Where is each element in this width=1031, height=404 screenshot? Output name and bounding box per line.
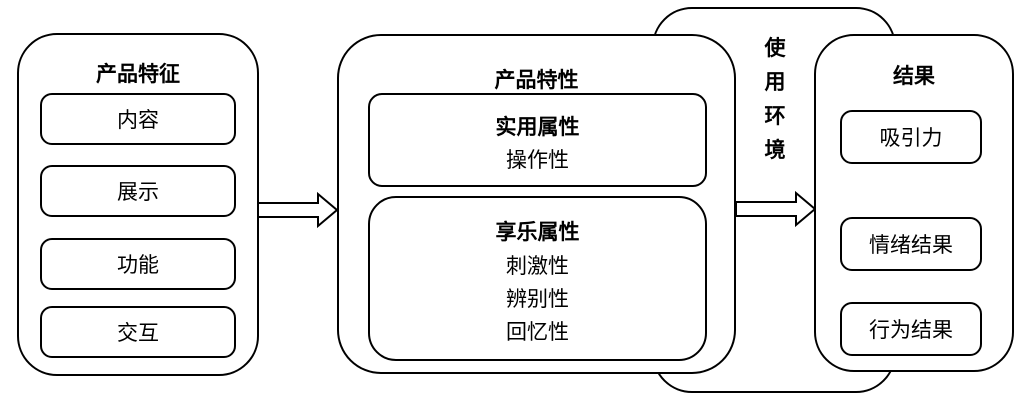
hedonic-attribute-item: 辨别性 <box>506 287 569 311</box>
arrow-properties-to-outcomes <box>735 190 817 228</box>
hedonic-attributes-title: 享乐属性 <box>495 219 580 244</box>
feature-item: 功能 <box>40 238 236 290</box>
utilitarian-attributes-box <box>368 93 707 187</box>
environment-char: 用 <box>764 69 786 94</box>
outcomes-title: 结果 <box>893 63 935 88</box>
environment-char: 境 <box>764 137 786 162</box>
outcome-item: 情绪结果 <box>840 217 982 271</box>
hedonic-attributes-box <box>368 196 707 361</box>
hedonic-attribute-item: 刺激性 <box>506 254 569 278</box>
product-properties-title: 产品特性 <box>494 67 579 92</box>
hedonic-attribute-item: 回忆性 <box>506 320 569 344</box>
utilitarian-attributes-title: 实用属性 <box>495 114 580 139</box>
outcome-item: 吸引力 <box>840 110 982 164</box>
outcome-item: 行为结果 <box>840 302 982 356</box>
environment-char: 使 <box>764 35 786 60</box>
utilitarian-attribute-item: 操作性 <box>506 148 569 172</box>
arrow-features-to-properties <box>257 191 339 229</box>
feature-item: 交互 <box>40 306 236 358</box>
feature-item: 内容 <box>40 93 236 145</box>
product-features-title: 产品特征 <box>96 61 180 86</box>
feature-item: 展示 <box>40 165 236 217</box>
environment-char: 环 <box>764 103 786 128</box>
